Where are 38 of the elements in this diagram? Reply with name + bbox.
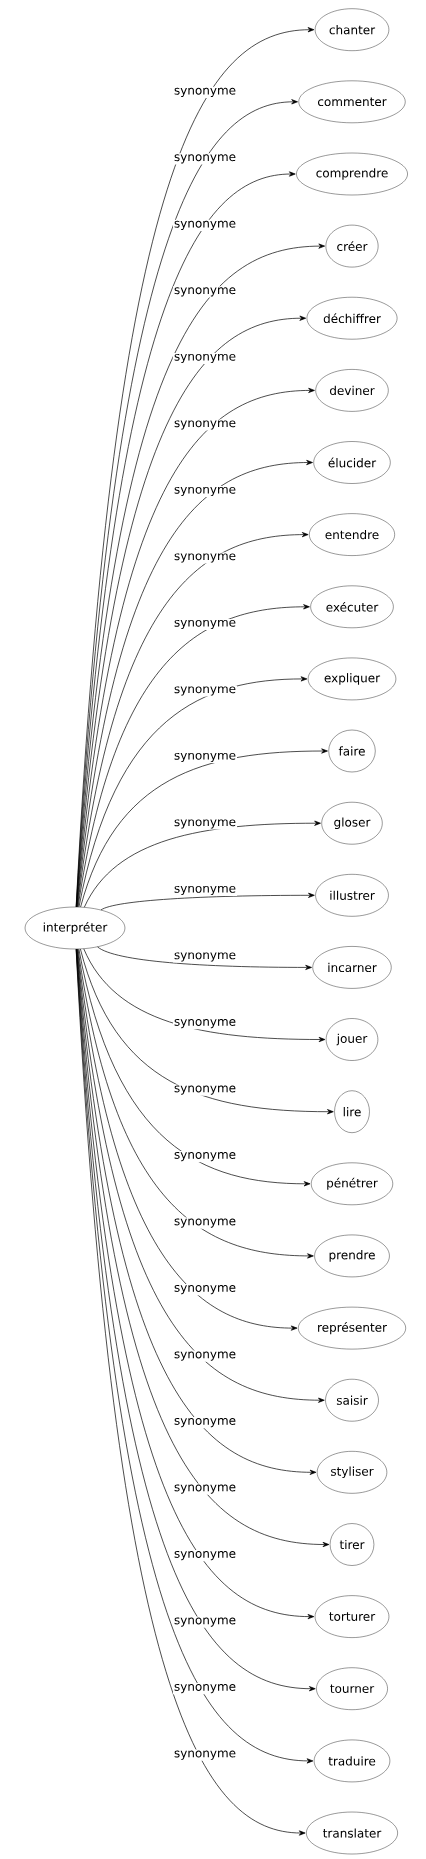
arrow [76, 948, 317, 1475]
edge-label: synonyme [172, 884, 238, 897]
arrow [77, 604, 310, 908]
arrow [83, 948, 326, 1043]
arrow [78, 676, 308, 908]
arrow [97, 946, 312, 970]
edge-label: synonyme [172, 1550, 238, 1562]
edge-label: synonyme [172, 552, 238, 564]
arrow [80, 948, 334, 1115]
arrow [100, 892, 315, 911]
edge-label: synonyme [172, 951, 238, 963]
edge-label: synonyme [172, 286, 238, 298]
edge-label: synonyme [172, 1683, 238, 1695]
edge-label: synonyme [172, 86, 238, 98]
edge-label: synonyme [172, 751, 238, 764]
edge-label: synonyme [172, 419, 238, 431]
arrow [84, 820, 321, 908]
edge-label: synonyme [172, 1616, 238, 1628]
edge-label: synonyme [172, 1483, 238, 1495]
edge-label: synonyme [172, 618, 238, 631]
edge-label: synonyme [172, 1350, 238, 1362]
arrow [80, 748, 328, 908]
edge-label: synonyme [172, 1284, 238, 1296]
edge-label: synonyme [172, 485, 238, 498]
edge-label: synonyme [172, 1151, 238, 1163]
edge-label: synonyme [172, 818, 238, 830]
edge-label: synonyme [172, 1217, 238, 1229]
arrow [78, 948, 311, 1187]
arrow [77, 532, 309, 908]
arrow [77, 948, 314, 1259]
edge-label: synonyme [172, 1749, 238, 1761]
edge-label: synonyme [172, 219, 238, 231]
edge-label: synonyme [172, 352, 238, 365]
edge-label: synonyme [172, 153, 238, 165]
edge-label: synonyme [172, 1018, 238, 1030]
edge-label: synonyme [172, 685, 238, 697]
edge-label: synonyme [172, 1417, 238, 1429]
edge-label: synonyme [172, 1084, 238, 1096]
